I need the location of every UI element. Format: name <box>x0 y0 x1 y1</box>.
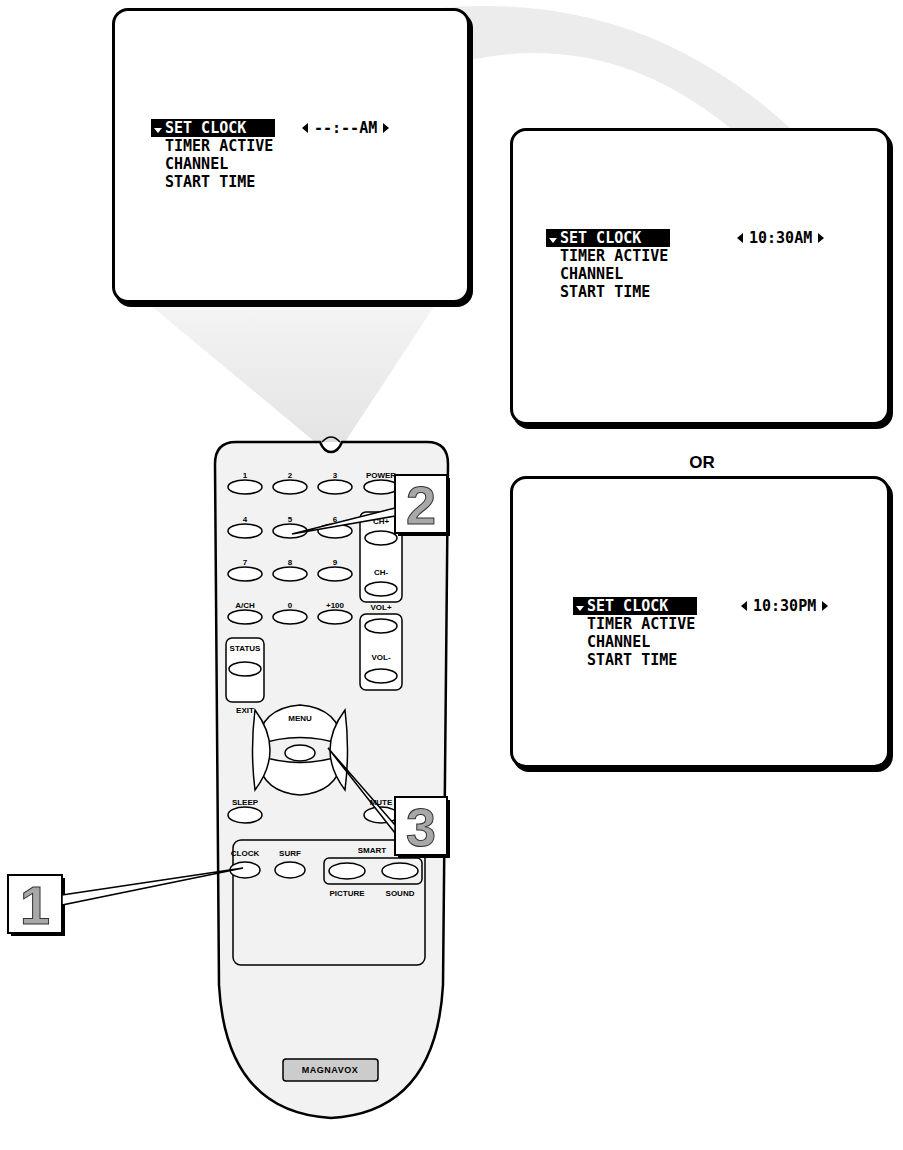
tv-screen: SET CLOCKTIMER ACTIVECHANNELSTART TIME 10… <box>510 128 890 425</box>
callout-number: 3 <box>406 796 436 858</box>
menu-text: CHANNEL <box>165 155 228 173</box>
button-label: EXIT <box>236 706 254 715</box>
leader-lines <box>62 508 395 905</box>
button-label: 1 <box>243 471 247 480</box>
transition-arc <box>440 6 790 128</box>
or-label: OR <box>689 453 715 473</box>
button-label: 8 <box>288 558 292 567</box>
button-label: SOUND <box>386 889 415 898</box>
button-label: VOL+ <box>370 603 391 612</box>
callout-boxes <box>8 475 450 936</box>
button-label: CLOCK <box>231 849 259 858</box>
button-label: MENU <box>288 714 312 723</box>
tv-screen: SET CLOCKTIMER ACTIVECHANNELSTART TIME --… <box>112 8 470 303</box>
button-label: POWER <box>366 471 396 480</box>
button-label: SURF <box>279 849 301 858</box>
clock-value: 10:30AM <box>735 229 826 247</box>
button-label: VOL- <box>371 653 390 662</box>
clock-value: 10:30PM <box>739 597 830 615</box>
menu-text: START TIME <box>587 651 677 669</box>
menu-text: TIMER ACTIVE <box>165 137 273 155</box>
button-label: A/CH <box>235 601 255 610</box>
button-label: 6 <box>333 515 337 524</box>
remote-body <box>215 442 448 1118</box>
menu-text: CHANNEL <box>560 265 623 283</box>
button-label: 7 <box>243 558 247 567</box>
button-label: 0 <box>288 601 292 610</box>
menu-highlight: SET CLOCK <box>151 119 275 137</box>
menu-highlight: SET CLOCK <box>546 229 670 247</box>
button-label: SMART <box>358 846 386 855</box>
tv-screen: SET CLOCKTIMER ACTIVECHANNELSTART TIME 10… <box>510 476 890 768</box>
callout-number: 2 <box>406 474 436 536</box>
menu-highlight: SET CLOCK <box>573 597 697 615</box>
callout-number: 1 <box>20 874 50 936</box>
button-label: 2 <box>288 471 292 480</box>
button-label: PICTURE <box>329 889 364 898</box>
button-label: CH- <box>374 568 388 577</box>
menu-text: CHANNEL <box>587 633 650 651</box>
ir-beam <box>150 305 435 442</box>
remote-buttons <box>226 480 425 1081</box>
ir-window <box>322 437 340 442</box>
button-label: STATUS <box>230 644 261 653</box>
clock-value: --:--AM <box>300 119 391 137</box>
menu-text: START TIME <box>560 283 650 301</box>
button-label: CH+ <box>373 517 389 526</box>
menu-text: TIMER ACTIVE <box>587 615 695 633</box>
button-label: 5 <box>288 515 292 524</box>
button-label: +100 <box>326 601 344 610</box>
button-label: 4 <box>243 515 247 524</box>
button-label: SLEEP <box>232 798 258 807</box>
menu-text: START TIME <box>165 173 255 191</box>
brand-badge: MAGNAVOX <box>302 1065 358 1075</box>
menu-text: TIMER ACTIVE <box>560 247 668 265</box>
button-label: 3 <box>333 471 337 480</box>
button-label: MUTE <box>370 798 393 807</box>
button-label: 9 <box>333 558 337 567</box>
